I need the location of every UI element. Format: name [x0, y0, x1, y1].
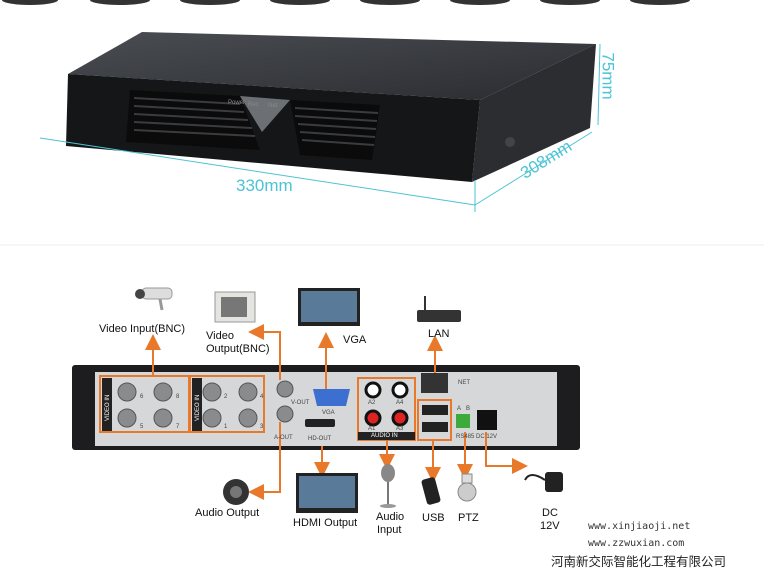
led-label-power: Power: [228, 100, 246, 106]
v-out-label: V-OUT: [291, 400, 310, 406]
router-icon: [417, 296, 461, 322]
label-hdmi-output: HDMI Output: [293, 517, 358, 529]
microphone-icon: [380, 464, 396, 508]
port-number: 1: [224, 424, 228, 430]
hdmi-monitor-icon: [296, 473, 358, 513]
label-lan: LAN: [428, 328, 450, 340]
top-discs: [2, 0, 690, 5]
port-number: 3: [260, 424, 264, 430]
connection-arrows: [145, 324, 528, 500]
label-dc-2: 12V: [540, 520, 560, 532]
audio-port-label: A4: [396, 400, 404, 406]
label-usb: USB: [422, 512, 445, 524]
label-video-output-2: Output(BNC): [206, 343, 270, 355]
vga-monitor-icon: [298, 288, 360, 326]
audio-port-label: A1: [368, 426, 376, 432]
port-number: 5: [140, 424, 144, 430]
port-number: 7: [176, 424, 180, 430]
label-video-output-1: Video: [206, 330, 234, 342]
audio-port-label: A2: [368, 400, 376, 406]
label-audio-input-2: Input: [377, 524, 402, 536]
power-label: RS485 DC 12V: [456, 434, 498, 440]
width-dimension: 330mm: [236, 176, 293, 195]
rs485-a-label: A: [457, 406, 462, 412]
watermark-url-1: www.xinjiaoji.net: [588, 521, 691, 532]
a-out-label: A-OUT: [274, 435, 293, 441]
video-in-label-1: VIDEO IN: [105, 394, 111, 421]
rs485-b-label: B: [466, 406, 471, 412]
port-number: 2: [224, 394, 228, 400]
dimension-lines: [39, 43, 601, 212]
camera-icon: [135, 287, 173, 311]
port-number: 8: [176, 394, 180, 400]
height-dimension: 75mm: [598, 52, 618, 100]
watermark-url-2: www.zzwuxian.com: [588, 538, 685, 549]
usb-drive-icon: [421, 477, 441, 505]
label-audio-input-1: Audio: [376, 511, 405, 523]
audio-in-label: AUDIO IN: [371, 433, 398, 439]
port-number: 4: [260, 394, 264, 400]
vga-port-label: VGA: [322, 410, 335, 416]
speaker-icon: [223, 479, 249, 505]
crt-monitor-icon: [214, 291, 256, 323]
dvr-front-view: [66, 32, 596, 182]
label-vga: VGA: [343, 334, 367, 346]
watermark-company: 河南新交际智能化工程有限公司: [551, 555, 727, 569]
net-label: NET: [458, 380, 470, 386]
label-audio-output: Audio Output: [195, 507, 260, 519]
hd-out-label: HD-OUT: [308, 436, 332, 442]
audio-port-label: A3: [396, 426, 404, 432]
label-video-input: Video Input(BNC): [99, 323, 186, 335]
led-label-rec: Rec: [248, 102, 259, 108]
video-in-label-2: VIDEO IN: [195, 394, 201, 421]
ptz-camera-icon: [457, 473, 477, 502]
label-dc-1: DC: [542, 507, 558, 519]
led-label-net: Net: [268, 103, 278, 109]
port-number: 6: [140, 394, 144, 400]
power-adapter-icon: [524, 472, 563, 492]
label-ptz: PTZ: [458, 512, 479, 524]
